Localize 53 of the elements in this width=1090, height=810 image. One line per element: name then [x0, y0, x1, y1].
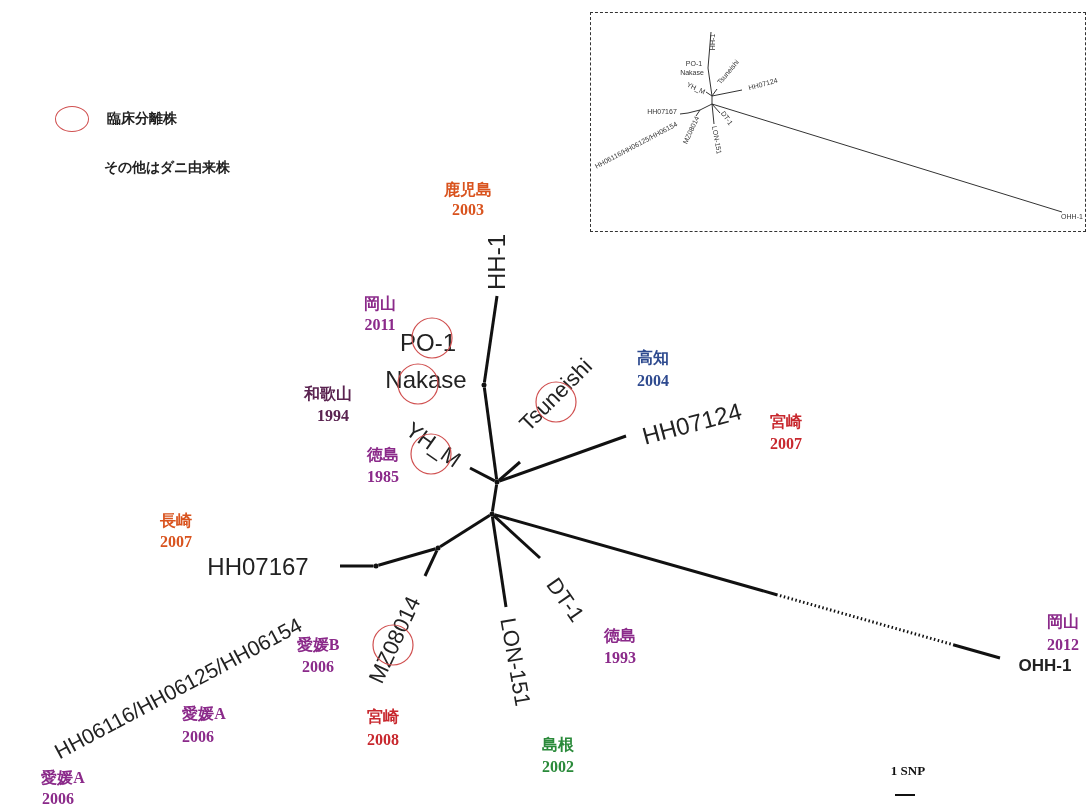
place-label: 鹿児島 [444, 182, 492, 198]
tree-branch [494, 513, 1001, 660]
strain-label: OHH-1 [1018, 656, 1072, 674]
tree-branch [498, 434, 627, 483]
year-label: 2007 [160, 534, 192, 550]
tree-branch [497, 460, 521, 482]
strain-label: PO-1 [400, 331, 456, 355]
tree-branch [482, 387, 499, 480]
year-label: 1985 [367, 469, 399, 485]
place-label: 宮崎 [367, 709, 399, 725]
place-label: 長崎 [160, 513, 192, 529]
branch-point [435, 545, 441, 551]
strain-label: HH07167 [207, 555, 309, 579]
place-label: 徳島 [604, 628, 636, 644]
place-label: 愛媛A [41, 770, 85, 786]
place-label: 岡山 [364, 296, 396, 312]
tree-branch [439, 514, 491, 548]
year-label: 2006 [302, 659, 334, 675]
year-label: 1993 [604, 650, 636, 666]
tree-branch [423, 549, 439, 577]
tree-branch [340, 564, 374, 568]
tree-branch [490, 516, 508, 608]
tree-branch [490, 484, 499, 512]
inset-frame [590, 12, 1086, 232]
place-label: 和歌山 [304, 386, 352, 402]
tree-branch [378, 547, 436, 567]
tree-branch [482, 295, 499, 383]
tree-branch [492, 514, 541, 560]
strain-label: LON-151 [496, 616, 534, 708]
place-label: 徳島 [367, 447, 399, 463]
year-label: 2012 [1047, 637, 1079, 653]
legend-text: 臨床分離株 [107, 110, 177, 128]
place-label: 岡山 [1047, 614, 1079, 630]
year-label: 2008 [367, 732, 399, 748]
branch-point [494, 479, 500, 485]
note-text: その他はダニ由来株 [104, 160, 230, 174]
year-label: 2006 [42, 791, 74, 807]
year-label: 2011 [364, 317, 396, 333]
year-label: 2003 [452, 202, 484, 218]
year-label: 1994 [317, 408, 349, 424]
branch-point [481, 382, 487, 388]
tree-branch [469, 466, 496, 483]
branch-point [489, 511, 495, 517]
strain-label: HH-1 [485, 234, 509, 290]
place-label: 高知 [637, 350, 669, 366]
branch-point [373, 563, 379, 569]
place-label: 宮崎 [770, 414, 802, 430]
scale-label: 1 SNP [890, 763, 926, 777]
year-label: 2004 [637, 373, 669, 389]
strain-label: Nakase [385, 368, 467, 392]
year-label: 2002 [542, 759, 574, 775]
place-label: 島根 [542, 737, 574, 753]
year-label: 2007 [770, 436, 802, 452]
